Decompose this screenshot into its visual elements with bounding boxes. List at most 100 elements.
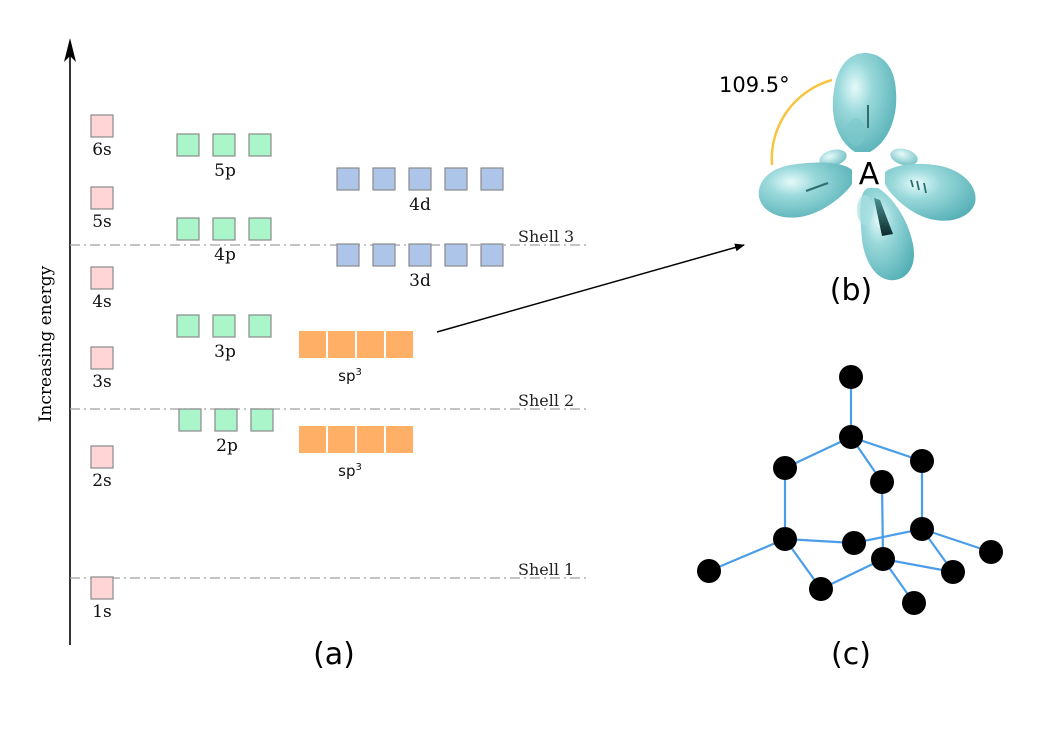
orbital-label: 1s	[92, 602, 112, 622]
orbital-label: 4d	[409, 195, 431, 215]
pointer-arrow	[436, 243, 745, 333]
lattice-atom	[697, 559, 721, 583]
orbital-lobe-bottom-inner	[857, 195, 873, 225]
center-atom-label: A	[859, 157, 880, 192]
d-orbital-box	[408, 243, 432, 267]
panel-a-caption: (a)	[313, 637, 355, 672]
p-orbital-box	[176, 133, 200, 157]
sp3-orbital-box	[299, 331, 326, 358]
lattice-bond	[784, 436, 852, 469]
d-orbital-box	[372, 167, 396, 191]
lattice-atom	[773, 527, 797, 551]
d-orbital-box	[372, 243, 396, 267]
sp3-orbital-box	[328, 426, 355, 453]
orbital-lobe-right-hash	[910, 179, 927, 194]
small-lobe-left	[819, 149, 847, 167]
orbital-label: 5p	[214, 161, 236, 181]
p-orbital-box	[176, 314, 200, 338]
lattice-atom	[871, 547, 895, 571]
s-orbital-box	[90, 114, 114, 138]
d-orbital-box	[480, 243, 504, 267]
shell-lines: Shell 3 Shell 2 Shell 1	[70, 227, 588, 579]
sp3-orbital-box	[386, 331, 413, 358]
hybrid-label-superscript: 3	[355, 367, 361, 378]
orbital-label: 3s	[92, 372, 112, 392]
lattice-atom	[839, 425, 863, 449]
lattice-bond	[708, 537, 786, 573]
lattice-atom	[910, 449, 934, 473]
sp3-orbital-box	[328, 331, 355, 358]
orbital-label: 3p	[214, 342, 236, 362]
orbital-label: 5s	[92, 212, 112, 232]
hybrid-label-superscript: 3	[355, 462, 361, 473]
s-orbital-box	[90, 266, 114, 290]
panel-b-tetrahedral-orbitals: 109.5° A (b)	[719, 53, 976, 308]
p-orbital-box	[212, 314, 236, 338]
orbital-label: 3d	[409, 271, 431, 291]
orbital-label: 4p	[214, 245, 236, 265]
sp3-orbital-box	[299, 426, 326, 453]
d-orbital-box	[480, 167, 504, 191]
d-orbital-box	[336, 167, 360, 191]
orbital-label: 2p	[216, 436, 238, 456]
panel-b-caption: (b)	[830, 273, 872, 308]
orbital-label: 2s	[92, 471, 112, 491]
lattice-atom	[979, 540, 1003, 564]
lattice-bond	[880, 481, 885, 560]
panel-c-caption: (c)	[831, 637, 871, 672]
orbital-lobe-left-mark	[805, 181, 829, 193]
orbital-lobe-left	[758, 162, 852, 218]
lattice-bond	[850, 435, 923, 463]
shell-label: Shell 2	[518, 391, 574, 410]
p-orbital-box	[212, 133, 236, 157]
shell-label: Shell 3	[518, 227, 574, 246]
p-orbital-box	[214, 408, 238, 432]
s-orbital-box	[90, 445, 114, 469]
axis-label: Increasing energy	[36, 265, 56, 422]
p-orbital-box	[248, 217, 272, 241]
hybrid-label-base: sp	[338, 367, 355, 385]
p-orbital-box	[250, 408, 274, 432]
d-orbital-box	[444, 167, 468, 191]
angle-arc	[770, 78, 833, 166]
s-orbital-box	[90, 186, 114, 210]
panel-c-diamond-lattice: (c)	[697, 365, 1003, 672]
lattice-atoms	[697, 365, 1003, 615]
s-orbital-box	[90, 576, 114, 600]
p-orbital-box	[212, 217, 236, 241]
lattice-atom	[941, 560, 965, 584]
orbital-label: 4s	[92, 292, 112, 312]
p-orbital-box	[248, 314, 272, 338]
sp3-orbital-box	[386, 426, 413, 453]
d-orbital-box	[408, 167, 432, 191]
lattice-atom	[809, 577, 833, 601]
hybrid-orbital-label: sp3	[338, 367, 362, 385]
sp3-orbital-box	[357, 426, 384, 453]
lattice-atom	[902, 591, 926, 615]
orbital-label: 6s	[92, 140, 112, 160]
hybrid-orbital-label: sp3	[338, 462, 362, 480]
lattice-bond	[921, 527, 992, 554]
lattice-atom	[773, 456, 797, 480]
s-orbital-box	[90, 346, 114, 370]
small-lobe-right	[890, 148, 918, 166]
lattice-atom	[870, 470, 894, 494]
orbital-lobe-right	[885, 163, 976, 221]
sp3-orbital-box	[357, 331, 384, 358]
orbital-lobe-top-inner	[846, 118, 866, 146]
angle-label: 109.5°	[719, 73, 790, 97]
lattice-atom	[842, 531, 866, 555]
shell-label: Shell 1	[518, 560, 574, 579]
d-orbital-box	[336, 243, 360, 267]
orbital-lobe-bottom-wedge	[874, 198, 893, 236]
p-orbital-box	[178, 408, 202, 432]
d-orbital-box	[444, 243, 468, 267]
p-orbital-box	[176, 217, 200, 241]
energy-axis-arrowhead	[64, 38, 76, 62]
hybrid-label-base: sp	[338, 462, 355, 480]
lattice-atom	[910, 517, 934, 541]
p-orbital-box	[248, 133, 272, 157]
